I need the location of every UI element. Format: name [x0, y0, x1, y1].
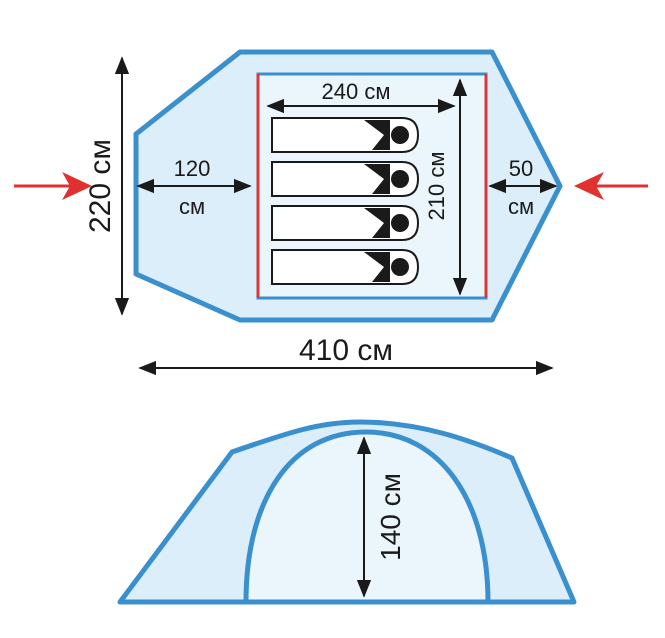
sleeping-bags	[271, 117, 420, 285]
sleeping-bag-icon	[271, 205, 420, 241]
top-view: 240 см 210 см 120 см 50 см 220 см 410 см	[14, 49, 648, 376]
sleeping-bag-icon	[271, 117, 420, 153]
sleeping-bag-icon	[271, 161, 420, 197]
left-vestibule-value: 120	[174, 156, 211, 181]
inner-length-label: 240 см	[322, 79, 391, 104]
red-arrow-icon	[14, 172, 92, 200]
side-view: 140 см	[117, 419, 577, 605]
height-label: 140 см	[375, 473, 406, 561]
overall-length-label: 410 см	[299, 334, 393, 367]
sleeping-bag-icon	[271, 249, 420, 285]
red-arrow-icon	[574, 172, 648, 200]
right-vestibule-unit: см	[508, 194, 534, 219]
right-vestibule-value: 50	[509, 156, 533, 181]
inner-width-label: 210 см	[424, 152, 449, 221]
left-vestibule-unit: см	[179, 194, 205, 219]
